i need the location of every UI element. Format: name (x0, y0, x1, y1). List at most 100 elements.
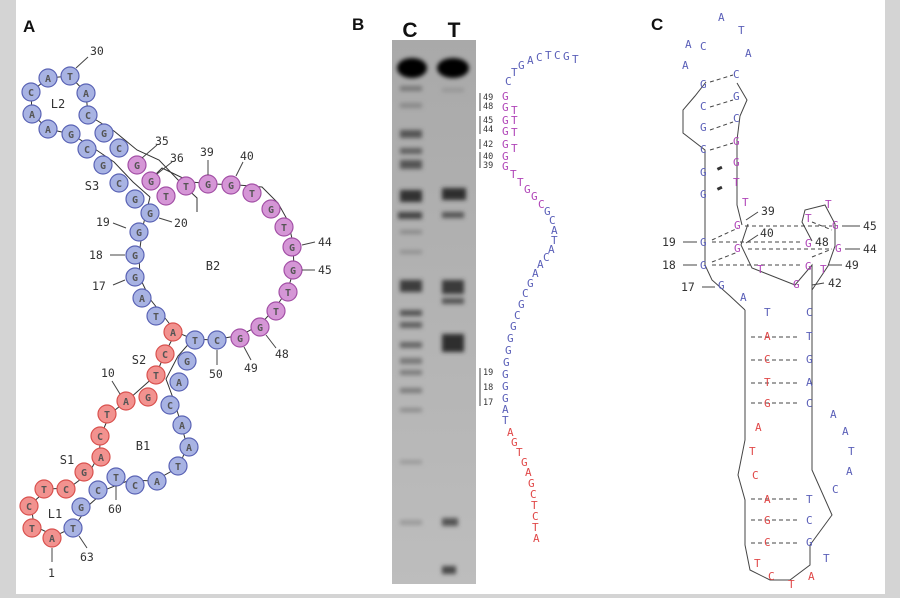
svg-text:A: A (527, 54, 534, 67)
svg-text:C: C (84, 145, 90, 156)
svg-text:G: G (502, 138, 509, 151)
svg-text:A: A (755, 421, 762, 434)
figure-canvas: A A T C A A C A G G C C G C G G G G G (16, 0, 885, 594)
svg-text:A: A (685, 38, 692, 51)
svg-text:T: T (511, 66, 518, 79)
svg-text:C: C (543, 251, 550, 264)
svg-text:G: G (700, 259, 707, 272)
svg-text:T: T (510, 168, 517, 181)
svg-text:A: A (808, 570, 815, 583)
svg-text:42: 42 (483, 140, 493, 150)
svg-text:G: G (764, 514, 771, 527)
svg-text:T: T (163, 192, 169, 203)
svg-text:A: A (502, 403, 509, 416)
svg-text:G: G (502, 125, 509, 138)
panel-a-position-labels: 30 35 36 39 40 19 20 18 17 44 45 48 49 5… (48, 44, 332, 580)
svg-text:C: C (97, 432, 103, 443)
region-s3: S3 (85, 179, 99, 193)
svg-text:C: C (832, 483, 839, 496)
svg-text:A: A (179, 421, 185, 432)
svg-text:A: A (842, 425, 849, 438)
svg-text:G: G (136, 228, 142, 239)
svg-text:45: 45 (483, 116, 493, 126)
svg-text:G: G (793, 278, 800, 291)
svg-text:T: T (281, 223, 287, 234)
svg-text:39: 39 (483, 161, 493, 171)
svg-text:A: A (806, 376, 813, 389)
svg-text:T: T (820, 263, 827, 276)
svg-text:1: 1 (48, 566, 55, 580)
svg-text:G: G (805, 237, 812, 250)
svg-text:G: G (147, 209, 153, 220)
svg-text:A: A (83, 89, 89, 100)
svg-text:T: T (153, 312, 159, 323)
svg-text:G: G (718, 279, 725, 292)
svg-text:C: C (167, 401, 173, 412)
svg-text:63: 63 (80, 550, 94, 564)
svg-text:A: A (49, 534, 55, 545)
svg-text:C: C (26, 502, 32, 513)
svg-text:T: T (806, 330, 813, 343)
region-s1: S1 (60, 453, 74, 467)
svg-text:A: A (176, 378, 182, 389)
svg-text:G: G (68, 130, 74, 141)
svg-text:A: A (551, 224, 558, 237)
svg-text:A: A (45, 125, 51, 136)
svg-text:T: T (848, 445, 855, 458)
svg-text:G: G (700, 121, 707, 134)
svg-text:C: C (95, 486, 101, 497)
svg-text:A: A (139, 294, 145, 305)
svg-text:C: C (764, 536, 771, 549)
svg-text:19: 19 (96, 215, 110, 229)
svg-text:C: C (768, 570, 775, 583)
svg-text:42: 42 (828, 276, 842, 290)
svg-text:G: G (502, 150, 509, 163)
svg-text:T: T (70, 524, 76, 535)
svg-text:T: T (572, 53, 579, 66)
svg-text:40: 40 (483, 152, 493, 162)
svg-text:G: G (764, 397, 771, 410)
svg-text:T: T (511, 126, 518, 139)
svg-text:A: A (846, 465, 853, 478)
svg-text:A: A (532, 267, 539, 280)
svg-text:44: 44 (863, 242, 877, 256)
svg-text:48: 48 (483, 102, 493, 112)
svg-text:G: G (502, 160, 509, 173)
svg-text:G: G (805, 260, 812, 273)
panel-a-nucleotides-red: A C T G A T C A G C T C T A (19, 322, 183, 548)
svg-text:45: 45 (863, 219, 877, 233)
svg-text:C: C (700, 143, 707, 156)
svg-text:19: 19 (662, 235, 676, 249)
svg-text:T: T (249, 189, 255, 200)
svg-text:T: T (806, 493, 813, 506)
svg-text:A: A (745, 47, 752, 60)
panel-a-nucleotides-blue-top: A T C A A C A G G C C G C G G G G G A T (21, 66, 166, 326)
svg-text:C: C (522, 287, 529, 300)
svg-text:T: T (545, 49, 552, 62)
svg-text:C: C (700, 100, 707, 113)
svg-text:18: 18 (89, 248, 103, 262)
svg-text:G: G (700, 236, 707, 249)
svg-text:G: G (528, 477, 535, 490)
svg-text:A: A (718, 11, 725, 24)
svg-text:T: T (175, 462, 181, 473)
svg-text:17: 17 (681, 280, 695, 294)
svg-text:G: G (134, 161, 140, 172)
svg-text:C: C (733, 68, 740, 81)
svg-text:50: 50 (209, 367, 223, 381)
svg-text:C: C (700, 40, 707, 53)
lane-t-label: T (448, 19, 461, 42)
svg-text:C: C (530, 488, 537, 501)
svg-text:G: G (145, 393, 151, 404)
svg-text:C: C (162, 350, 168, 361)
svg-text:T: T (516, 446, 523, 459)
svg-text:C: C (554, 49, 561, 62)
svg-text:G: G (700, 166, 707, 179)
svg-text:17: 17 (483, 398, 493, 408)
svg-text:G: G (502, 380, 509, 393)
svg-text:T: T (285, 288, 291, 299)
svg-text:49: 49 (244, 361, 258, 375)
panel-b-label: B (352, 15, 364, 34)
svg-text:T: T (153, 371, 159, 382)
